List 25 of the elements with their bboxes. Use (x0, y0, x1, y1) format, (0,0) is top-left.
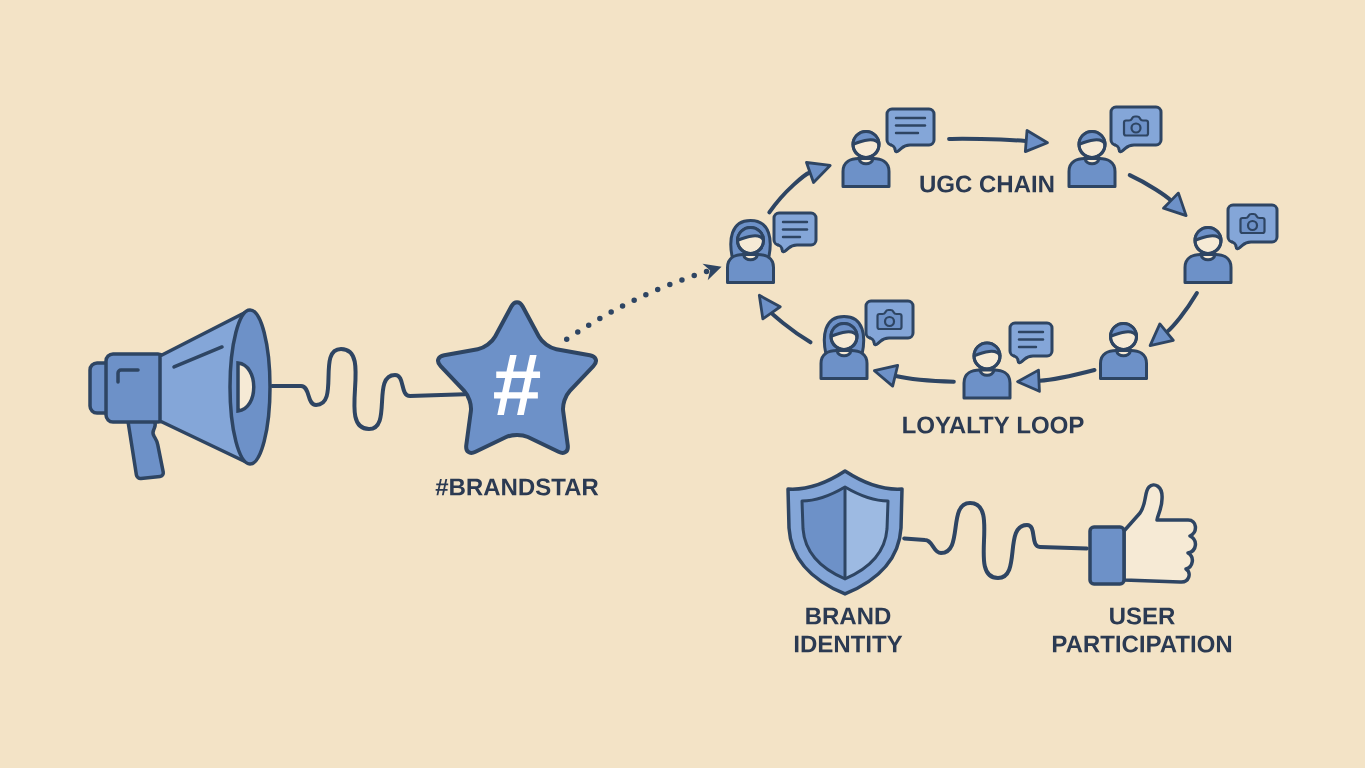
person-icon (841, 130, 891, 188)
megaphone-icon (88, 308, 272, 481)
person-icon (1099, 322, 1148, 380)
arrow (947, 129, 1049, 153)
person-icon (819, 315, 869, 380)
node-label: #BRANDSTAR (435, 478, 599, 496)
person-icon (962, 341, 1012, 400)
arrow (1148, 291, 1199, 348)
node-label: BRAND IDENTITY (794, 607, 903, 653)
node-label: USER PARTICIPATION (1052, 607, 1232, 653)
arrow (873, 364, 956, 388)
thumbs-up-icon (1088, 483, 1198, 586)
person-icon (726, 219, 775, 284)
star-badge: # (436, 300, 598, 455)
shield-icon (786, 469, 904, 596)
arrow (1016, 368, 1097, 393)
person-icon (1183, 226, 1233, 284)
arrow (1127, 173, 1188, 218)
arrow (757, 293, 813, 345)
section-label: UGC CHAIN (920, 175, 1054, 193)
section-label: LOYALTY LOOP (903, 416, 1084, 434)
wavy-line (902, 501, 1089, 580)
arrow (767, 161, 832, 215)
wavy-line (270, 347, 467, 431)
person-icon (1067, 130, 1117, 188)
